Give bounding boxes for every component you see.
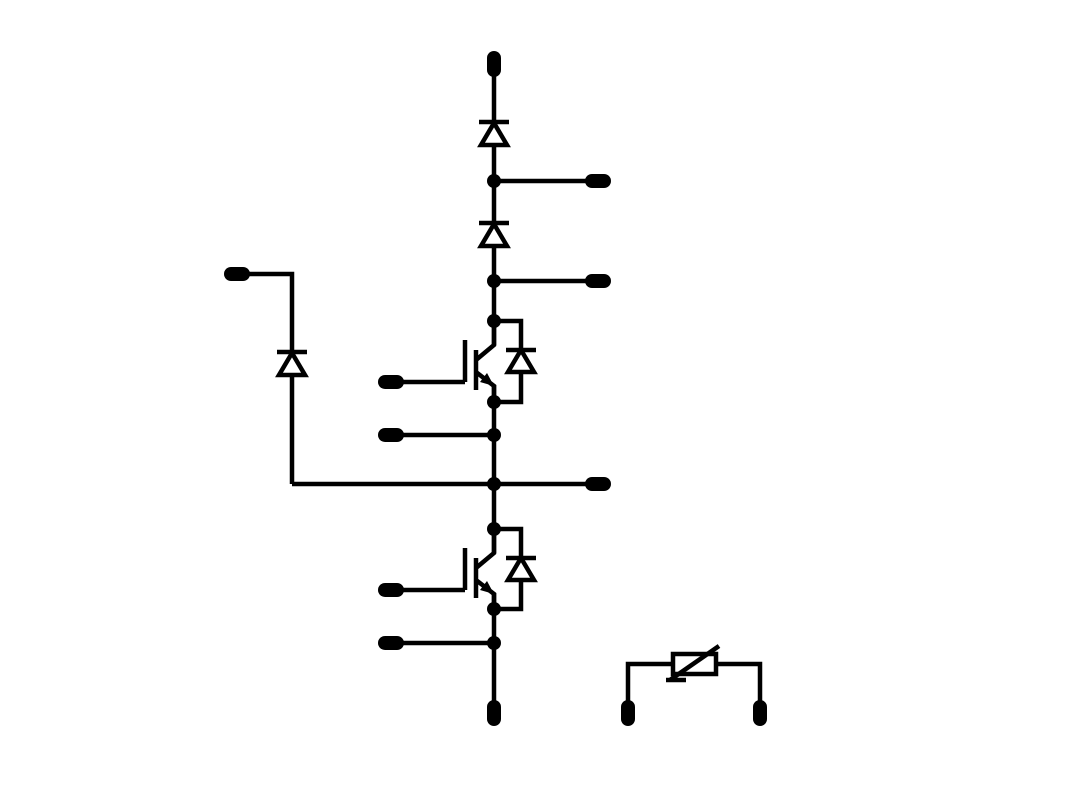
junction-dot bbox=[487, 636, 501, 650]
junction-dot bbox=[487, 314, 501, 328]
junction-dot bbox=[487, 274, 501, 288]
clamp-branch-wire bbox=[237, 271, 295, 484]
junction-dot bbox=[487, 428, 501, 442]
thermistor-wire bbox=[625, 661, 763, 713]
junction-dot bbox=[487, 395, 501, 409]
diode-icon bbox=[504, 345, 538, 375]
freewheel-loop-upper bbox=[494, 318, 524, 405]
freewheel-diode-upper bbox=[504, 345, 538, 375]
junction-dots bbox=[487, 174, 501, 650]
diode-icon bbox=[275, 348, 309, 378]
freewheel-diode-lower bbox=[504, 553, 538, 583]
diode-icon bbox=[477, 219, 511, 249]
igbt-icon bbox=[391, 529, 497, 609]
junction-dot bbox=[487, 477, 501, 491]
igbt-icon bbox=[391, 321, 497, 402]
igbt-upper bbox=[391, 321, 497, 402]
junction-dot bbox=[487, 174, 501, 188]
ntc-thermistor bbox=[666, 644, 721, 683]
freewheel-loop-lower bbox=[494, 526, 524, 612]
thermistor-icon bbox=[666, 644, 721, 683]
series-diode-lower bbox=[477, 219, 511, 249]
clamp-diode bbox=[275, 348, 309, 378]
series-diode-upper bbox=[477, 118, 511, 148]
junction-dot bbox=[487, 522, 501, 536]
junction-dot bbox=[487, 602, 501, 616]
diode-icon bbox=[477, 118, 511, 148]
igbt-lower bbox=[391, 529, 497, 609]
terminals bbox=[224, 51, 767, 726]
diode-icon bbox=[504, 553, 538, 583]
